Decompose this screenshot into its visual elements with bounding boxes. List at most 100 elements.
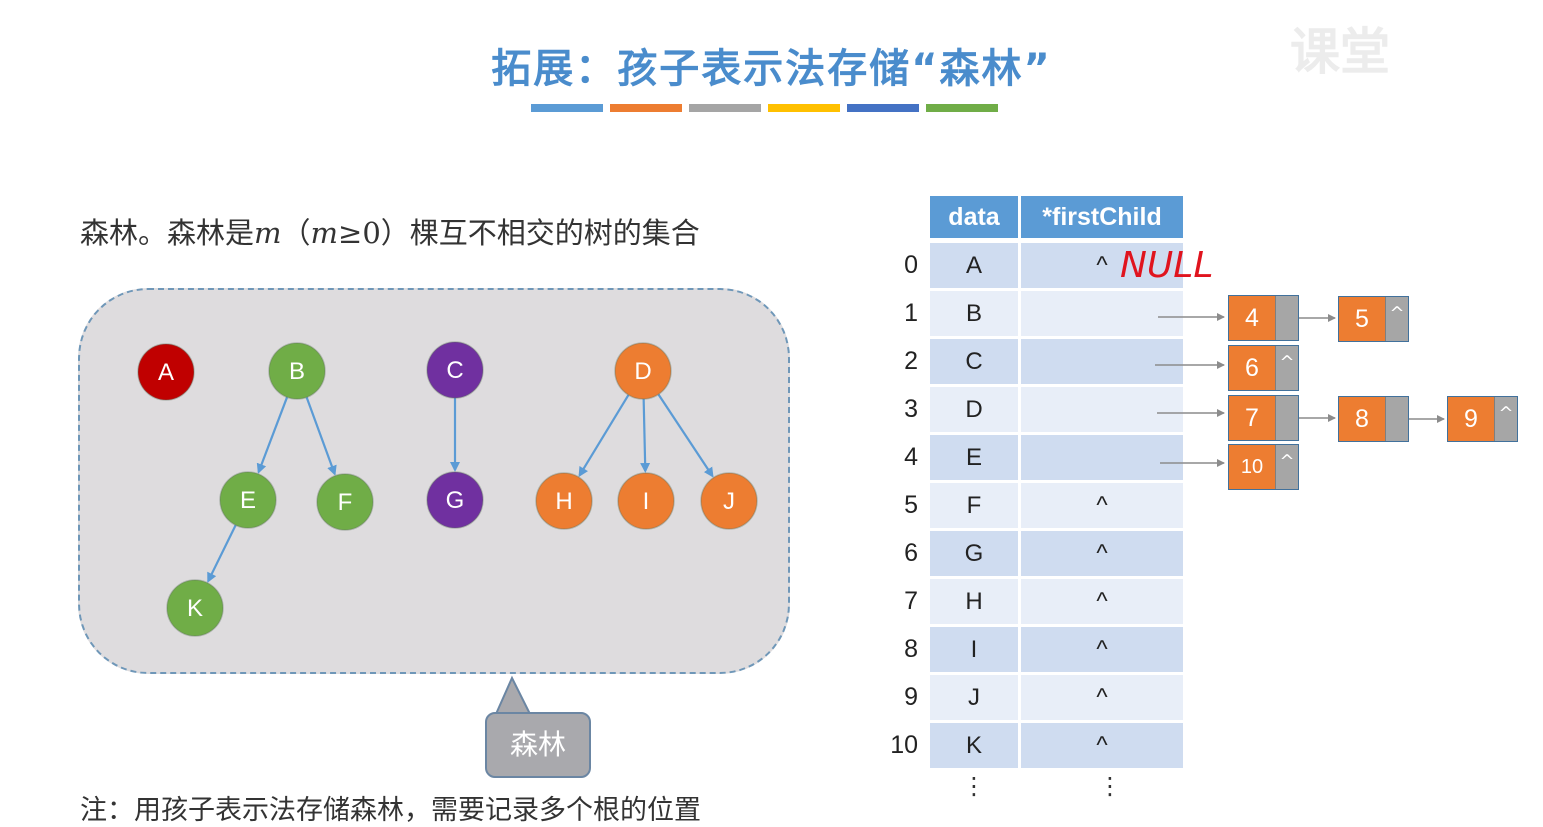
node-label: H bbox=[555, 488, 572, 515]
edge-B-E bbox=[256, 396, 289, 474]
ellipsis-data: ⋮ bbox=[962, 772, 986, 800]
node-circle bbox=[426, 341, 484, 399]
row-index: 9 bbox=[904, 683, 918, 711]
node-label: A bbox=[158, 359, 174, 386]
node-circle bbox=[219, 471, 277, 529]
row-index: 6 bbox=[904, 539, 918, 567]
row-index: 3 bbox=[904, 395, 918, 423]
color-bar-5 bbox=[847, 104, 919, 112]
edge-D-I bbox=[640, 398, 651, 474]
row-index: 2 bbox=[904, 347, 918, 375]
cell-firstchild bbox=[1021, 291, 1183, 336]
cell-data: G bbox=[930, 531, 1018, 576]
cell-firstchild: ^ bbox=[1021, 531, 1183, 576]
cell-data: B bbox=[930, 291, 1018, 336]
cell-data: C bbox=[930, 339, 1018, 384]
color-bar-1 bbox=[531, 104, 603, 112]
cell-data: E bbox=[930, 435, 1018, 480]
tree-node-G: G bbox=[426, 471, 484, 529]
node-circle bbox=[535, 472, 593, 530]
row-index: 10 bbox=[890, 731, 918, 759]
list-node-5: 5^ bbox=[1338, 296, 1409, 342]
list-node-pointer: ^ bbox=[1385, 297, 1408, 341]
node-label: G bbox=[446, 487, 465, 514]
tree-node-B: B bbox=[268, 342, 326, 400]
cell-data: J bbox=[930, 675, 1018, 720]
tree-node-J: J bbox=[700, 472, 758, 530]
cell-data: D bbox=[930, 387, 1018, 432]
tree-node-C: C bbox=[426, 341, 484, 399]
row-index: 4 bbox=[904, 443, 918, 471]
list-node-pointer: ^ bbox=[1275, 445, 1298, 489]
list-node-value: 10 bbox=[1240, 456, 1264, 478]
tree-node-H: H bbox=[535, 472, 593, 530]
intro-m: m bbox=[254, 216, 282, 250]
list-node-value: 9 bbox=[1464, 405, 1478, 433]
null-annotation: NULL bbox=[1120, 245, 1214, 286]
list-node-7: 7 bbox=[1228, 395, 1299, 441]
list-node-4: 4 bbox=[1228, 295, 1299, 341]
list-node-10: 10 ^ bbox=[1228, 444, 1299, 490]
list-node-value: 7 bbox=[1245, 404, 1259, 432]
node-label: B bbox=[289, 358, 305, 385]
node-label: D bbox=[634, 358, 651, 385]
page-title: 拓展：孩子表示法存储“森林” bbox=[491, 46, 1052, 92]
cell-data: K bbox=[930, 723, 1018, 768]
node-label: C bbox=[446, 357, 463, 384]
intro-ge0: ≥0 bbox=[338, 216, 381, 250]
edge-D-H bbox=[578, 394, 630, 478]
color-bar-3 bbox=[689, 104, 761, 112]
list-node-pointer: ^ bbox=[1494, 397, 1517, 441]
node-circle bbox=[137, 343, 195, 401]
node-label: F bbox=[338, 489, 353, 516]
intro-paren-close: ） bbox=[380, 216, 410, 250]
header-firstchild: *firstChild bbox=[1021, 196, 1183, 238]
node-circle bbox=[268, 342, 326, 400]
row-index: 7 bbox=[904, 587, 918, 615]
edge-E-K bbox=[207, 524, 237, 583]
node-circle bbox=[700, 472, 758, 530]
intro-text: 森林。森林是m（m≥0）棵互不相交的树的集合 bbox=[80, 210, 700, 252]
row-index: 1 bbox=[904, 299, 918, 327]
list-node-value: 8 bbox=[1355, 405, 1369, 433]
node-label: J bbox=[723, 488, 735, 515]
intro-suffix: 棵互不相交的树的集合 bbox=[409, 216, 700, 250]
cell-firstchild bbox=[1021, 387, 1183, 432]
edge-D-J bbox=[657, 393, 714, 478]
tree-node-I: I bbox=[617, 472, 675, 530]
row-index: 0 bbox=[904, 251, 918, 279]
cell-firstchild bbox=[1021, 339, 1183, 384]
color-bar-4 bbox=[768, 104, 840, 112]
list-node-pointer bbox=[1385, 397, 1408, 441]
node-circle bbox=[166, 579, 224, 637]
row-index: 5 bbox=[904, 491, 918, 519]
node-label: I bbox=[643, 488, 650, 515]
cell-firstchild: ^ bbox=[1021, 579, 1183, 624]
cell-data: H bbox=[930, 579, 1018, 624]
intro-paren-open: （ bbox=[281, 216, 311, 250]
header-data: data bbox=[930, 196, 1018, 238]
list-node-8: 8 bbox=[1338, 396, 1409, 442]
cell-firstchild: ^ bbox=[1021, 243, 1183, 288]
color-bar-6 bbox=[926, 104, 998, 112]
forest-callout: 森林 bbox=[485, 712, 591, 778]
list-node-value: 4 bbox=[1245, 304, 1259, 332]
node-circle bbox=[316, 473, 374, 531]
list-node-pointer: ^ bbox=[1275, 346, 1298, 390]
cell-firstchild: ^ bbox=[1021, 723, 1183, 768]
cell-data: A bbox=[930, 243, 1018, 288]
node-circle bbox=[617, 472, 675, 530]
cell-firstchild: ^ bbox=[1021, 483, 1183, 528]
cell-data: I bbox=[930, 627, 1018, 672]
list-node-pointer bbox=[1275, 396, 1298, 440]
intro-m-condition: m bbox=[310, 216, 339, 250]
cell-firstchild: ^ bbox=[1021, 675, 1183, 720]
footnote: 注：用孩子表示法存储森林，需要记录多个根的位置 bbox=[80, 795, 701, 826]
node-label: E bbox=[240, 487, 256, 514]
list-node-pointer bbox=[1275, 296, 1298, 340]
cell-data: F bbox=[930, 483, 1018, 528]
edge-B-F bbox=[305, 396, 337, 476]
tree-node-K: K bbox=[166, 579, 224, 637]
